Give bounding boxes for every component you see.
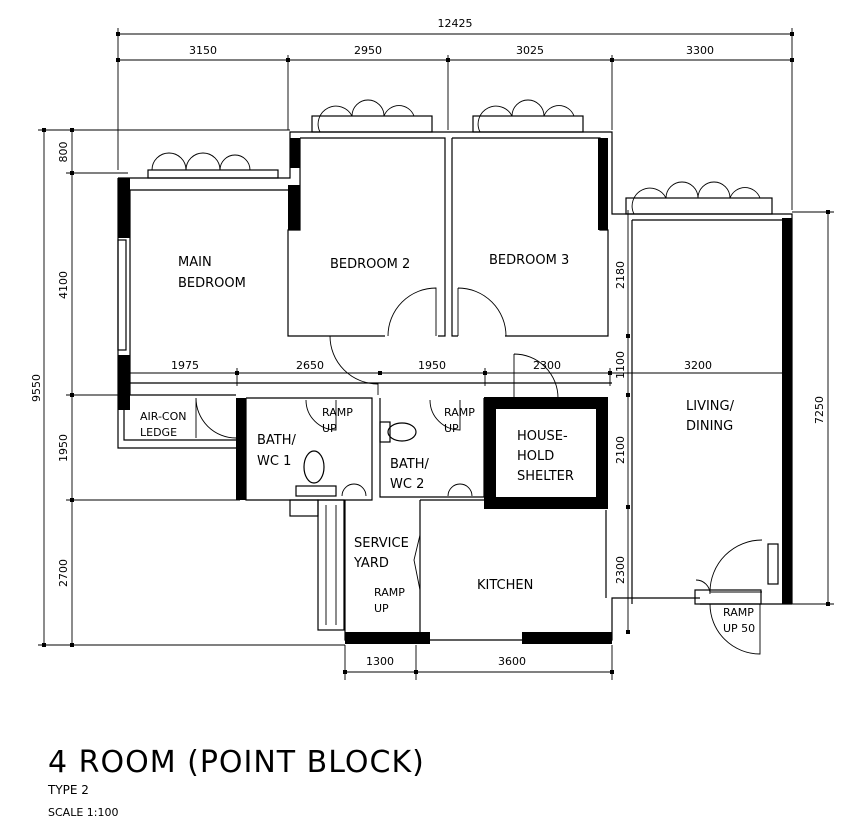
dimensions-top: 12425 3150 2950 3025 3300 <box>116 17 794 210</box>
label-bedroom-3: BEDROOM 3 <box>489 253 569 268</box>
dimensions-interior: 1975 2650 1950 2300 3200 <box>118 359 792 386</box>
label-bath-2: WC 2 <box>390 477 424 492</box>
windows <box>117 99 773 351</box>
label-bath-1: BATH/ <box>257 433 297 448</box>
dim-right-total: 7250 <box>813 396 826 424</box>
dimensions-left: 9550 800 4100 1950 2700 <box>30 128 345 647</box>
label-bedroom-2: BEDROOM 2 <box>330 257 410 272</box>
dim-left-seg: 2700 <box>57 559 70 587</box>
label-shelter: HOLD <box>517 449 554 464</box>
ramp-labels: RAMP UP RAMP UP RAMP UP RAMP UP 50 <box>322 406 755 635</box>
dim-right-inner: 2300 <box>614 556 627 584</box>
label-ramp: UP <box>374 602 389 615</box>
label-ramp: RAMP <box>374 586 405 599</box>
dim-top-seg: 3150 <box>189 44 217 57</box>
label-main-bedroom: BEDROOM <box>178 276 246 291</box>
label-aircon-ledge: AIR-CON <box>140 410 187 423</box>
dim-top-seg: 3300 <box>686 44 714 57</box>
label-service-yard: SERVICE <box>354 536 409 551</box>
dim-bottom: 3600 <box>498 655 526 668</box>
dim-bottom: 1300 <box>366 655 394 668</box>
dim-interior: 1975 <box>171 359 199 372</box>
dim-left-seg: 4100 <box>57 271 70 299</box>
label-bath-1: WC 1 <box>257 454 291 469</box>
title-block: 4 ROOM (POINT BLOCK) TYPE 2 SCALE 1:100 <box>47 745 425 819</box>
label-ramp: RAMP <box>322 406 353 419</box>
doors <box>195 287 763 655</box>
dim-top-seg: 2950 <box>354 44 382 57</box>
plan-type: TYPE 2 <box>47 783 89 797</box>
label-ramp: UP 50 <box>723 622 755 635</box>
dim-top-total: 12425 <box>438 17 473 30</box>
label-ramp: RAMP <box>723 606 754 619</box>
label-living-dining: DINING <box>686 419 733 434</box>
dim-right-inner: 1100 <box>614 351 627 379</box>
label-aircon-ledge: LEDGE <box>140 426 177 439</box>
label-ramp: UP <box>322 422 337 435</box>
label-kitchen: KITCHEN <box>477 578 533 593</box>
label-bath-2: BATH/ <box>390 457 430 472</box>
dim-top-seg: 3025 <box>516 44 544 57</box>
label-ramp: UP <box>444 422 459 435</box>
plan-title: 4 ROOM (POINT BLOCK) <box>48 745 425 780</box>
dim-right-inner: 2100 <box>614 436 627 464</box>
dim-left-seg: 800 <box>57 142 70 163</box>
fixtures <box>295 421 779 605</box>
label-shelter: HOUSE- <box>517 429 568 444</box>
solid-walls <box>118 138 792 644</box>
dimensions-bottom: 1300 3600 <box>343 645 614 680</box>
room-labels: MAIN BEDROOM BEDROOM 2 BEDROOM 3 LIVING/… <box>140 253 735 593</box>
dim-left-total: 9550 <box>30 374 43 402</box>
plan-scale: SCALE 1:100 <box>48 806 118 819</box>
label-shelter: SHELTER <box>517 469 574 484</box>
label-main-bedroom: MAIN <box>178 255 212 270</box>
label-service-yard: YARD <box>353 556 389 571</box>
label-living-dining: LIVING/ <box>686 399 735 414</box>
dimensions-right: 7250 2180 1100 2100 2300 <box>614 210 834 634</box>
dim-left-seg: 1950 <box>57 434 70 462</box>
dim-interior: 3200 <box>684 359 712 372</box>
dim-right-inner: 2180 <box>614 261 627 289</box>
dim-interior: 1950 <box>418 359 446 372</box>
walls-outline <box>117 131 793 641</box>
label-ramp: RAMP <box>444 406 475 419</box>
dim-interior: 2650 <box>296 359 324 372</box>
